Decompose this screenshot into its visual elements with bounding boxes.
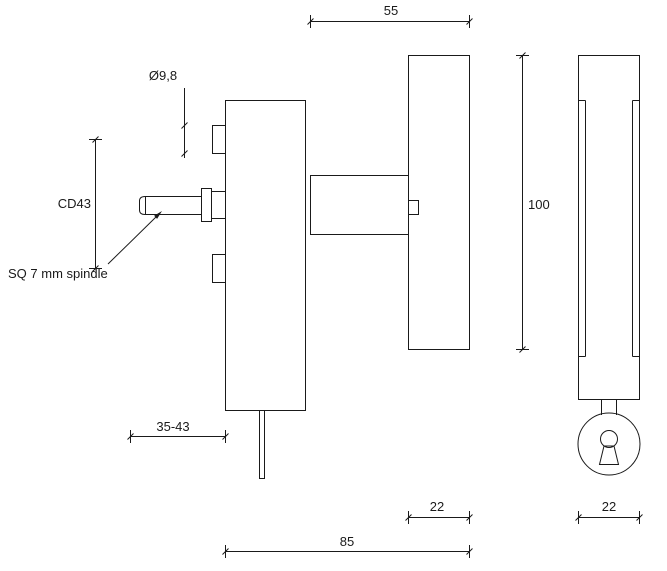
front-view	[310, 55, 470, 350]
dim-oblique-ticks	[307, 18, 473, 25]
spindle-mount	[211, 191, 226, 219]
spindle-note-label: SQ 7 mm spindle	[8, 266, 108, 281]
dim-oblique-ticks	[127, 433, 229, 440]
spindle-hole-notch	[408, 200, 419, 215]
dimension-grip-height: 100	[516, 52, 550, 353]
dim-22-mid-label: 22	[430, 499, 444, 514]
dim-100-label: 100	[528, 197, 550, 212]
dim-85-label: 85	[340, 534, 354, 549]
dim-oblique-ticks	[519, 52, 526, 353]
dimension-lock-body-width: 22	[575, 499, 643, 524]
dim-35-43-label: 35-43	[156, 419, 189, 434]
mounting-tab-top	[212, 125, 226, 154]
keyhole-wedge	[598, 445, 620, 465]
dimension-hole-diameter: Ø9,8	[149, 68, 188, 158]
dim-oblique-ticks	[181, 122, 188, 157]
mounting-tab-bottom	[212, 254, 226, 283]
dim-cd43-label: CD43	[58, 196, 91, 211]
dim-diameter-label: Ø9,8	[149, 68, 177, 83]
dim-22-right-label: 22	[602, 499, 616, 514]
key-shank	[601, 399, 617, 415]
leader-arrowhead	[154, 211, 162, 219]
dim-oblique-ticks	[575, 514, 643, 521]
leader-line	[107, 215, 158, 265]
dim-oblique-ticks	[92, 136, 99, 272]
handle-neck-outline	[310, 175, 409, 235]
spindle-annotation: SQ 7 mm spindle	[8, 211, 162, 281]
fixing-pin	[259, 410, 265, 479]
lock-body-outline	[578, 55, 640, 400]
dim-oblique-ticks	[222, 548, 473, 555]
keyhole-circle	[600, 430, 618, 448]
dimension-backset-range: 35-43	[127, 419, 229, 443]
dimension-grip-width: 22	[405, 499, 473, 524]
dimension-centre-distance: CD43	[58, 136, 102, 272]
dim-55-label: 55	[384, 3, 398, 18]
backplate-outline	[225, 100, 306, 411]
dim-oblique-ticks	[405, 514, 473, 521]
spindle-collar	[201, 188, 212, 222]
profile-view	[577, 55, 641, 476]
dimension-overall-length: 85	[222, 534, 473, 558]
spindle-shaft	[139, 196, 202, 215]
grip-bar-outline	[408, 55, 470, 350]
dimension-neck-length: 55	[307, 3, 473, 28]
lock-body-step-lines	[578, 100, 640, 357]
side-view	[139, 100, 306, 479]
key-bow	[577, 412, 641, 476]
